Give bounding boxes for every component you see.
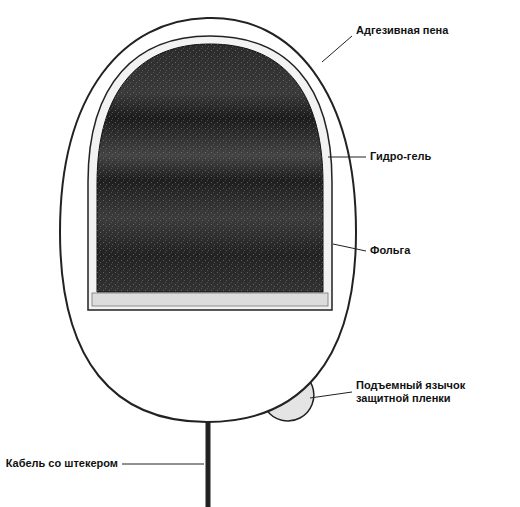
leader-line: [310, 392, 352, 398]
part-label: Кабель со штекером: [6, 457, 118, 470]
leader-line: [328, 157, 366, 158]
part-label: Фольга: [370, 244, 410, 257]
leader-line: [333, 244, 366, 251]
foil: [88, 36, 332, 310]
hydrogel: [97, 44, 323, 292]
leader-line: [122, 464, 204, 465]
part-label: Адгезивная пена: [356, 24, 448, 37]
leader-line: [322, 36, 352, 62]
cable: [206, 420, 211, 507]
foil-strip: [92, 293, 328, 306]
hydrogel-texture: [97, 44, 323, 292]
part-label: Подъемный язычок защитной пленки: [356, 379, 474, 404]
adhesive-foam: [60, 18, 356, 422]
part-label: Гидро-гель: [370, 150, 431, 163]
